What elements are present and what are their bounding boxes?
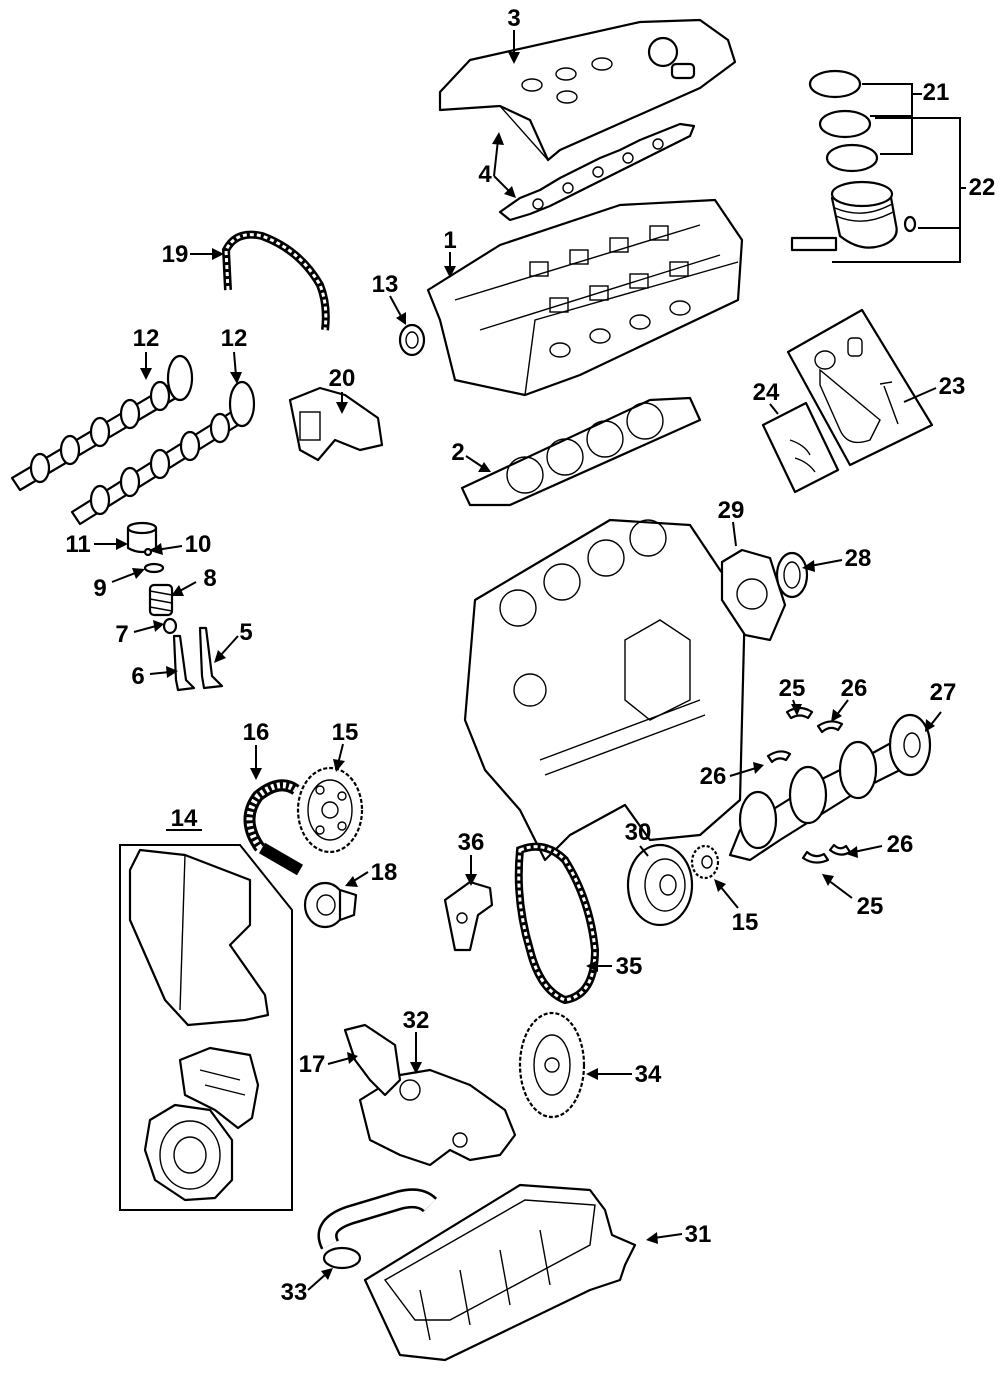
camshaft-sprocket-part	[296, 766, 364, 854]
spring-retainer-part	[143, 562, 165, 574]
lower-timing-cover-part	[143, 1103, 234, 1202]
callout-29: 29	[718, 497, 745, 524]
callout-26a: 26	[841, 675, 868, 702]
piston-part	[790, 180, 917, 252]
callout-28: 28	[845, 545, 872, 572]
callout-labels: 3 4 1 13 2 21 22 19 12 12 20 23 24 29 28…	[65, 5, 995, 1306]
callout-16: 16	[243, 719, 270, 746]
callout-9: 9	[93, 575, 106, 602]
crankshaft-pulley-part	[626, 843, 694, 927]
main-bearing-lower-part	[801, 843, 852, 864]
callout-32: 32	[403, 1007, 430, 1034]
callout-25b: 25	[857, 893, 884, 920]
valve-stem-seal-part	[162, 617, 178, 635]
callout-25a: 25	[779, 675, 806, 702]
timing-belt-part	[243, 779, 304, 876]
camshaft-seal-part	[398, 323, 426, 357]
head-gasket-part	[460, 396, 702, 507]
callout-34: 34	[635, 1061, 662, 1088]
valve-cover-gasket-part	[498, 122, 696, 222]
rod-bearing-part	[761, 401, 840, 494]
piston-rings-part	[808, 69, 879, 173]
camshaft-intake-part	[10, 354, 194, 492]
belt-tensioner-part	[303, 881, 358, 929]
upper-timing-cover-part	[128, 848, 270, 1027]
callout-22: 22	[969, 174, 996, 201]
callout-10: 10	[185, 531, 212, 558]
callout-20: 20	[329, 365, 356, 392]
upper-timing-chain-part	[221, 230, 330, 331]
callout-6: 6	[131, 663, 144, 690]
intake-valve-part	[172, 634, 196, 692]
callout-21: 21	[923, 79, 950, 106]
valve-keeper-part	[143, 547, 153, 557]
rear-main-seal-part	[775, 551, 809, 599]
middle-timing-cover-part	[178, 1046, 260, 1130]
crankshaft-sprocket-part	[690, 844, 720, 880]
connecting-rod-part	[786, 308, 934, 467]
camshaft-exhaust-part	[70, 380, 256, 526]
callout-24: 24	[753, 379, 780, 406]
crankshaft-part	[728, 713, 932, 862]
callout-2: 2	[451, 439, 464, 466]
oil-pump-sprocket-part	[518, 1011, 586, 1119]
callout-12b: 12	[221, 325, 248, 352]
cylinder-head-part	[426, 198, 744, 397]
callout-33: 33	[281, 1279, 308, 1306]
callout-27: 27	[930, 679, 957, 706]
callout-18: 18	[371, 859, 398, 886]
callout-14: 14	[171, 805, 198, 832]
oil-pump-baffle-part	[343, 1023, 402, 1097]
callout-1: 1	[443, 227, 456, 254]
callout-7: 7	[115, 621, 128, 648]
rear-seal-housing-part	[720, 548, 787, 642]
oil-pump-chain-tensioner-part	[443, 880, 494, 952]
callout-15b: 15	[732, 909, 759, 936]
callout-19: 19	[162, 241, 189, 268]
callout-36: 36	[458, 829, 485, 856]
callout-11: 11	[65, 531, 90, 558]
callout-13: 13	[372, 271, 399, 298]
valve-spring-part	[148, 583, 174, 617]
callout-15a: 15	[332, 719, 359, 746]
oil-pump-chain-part	[514, 842, 600, 1005]
oil-pump-part	[358, 1068, 517, 1167]
leader-lines	[94, 30, 966, 1291]
callout-3: 3	[507, 5, 520, 32]
callout-26c: 26	[887, 831, 914, 858]
callout-17: 17	[299, 1051, 326, 1078]
callout-35: 35	[616, 953, 643, 980]
callout-26b: 26	[700, 763, 727, 790]
valve-lifter-part	[126, 521, 158, 554]
exhaust-valve-part	[198, 626, 224, 690]
callout-31: 31	[685, 1221, 712, 1248]
callout-4: 4	[478, 161, 492, 188]
chain-tensioner-part	[288, 386, 384, 462]
main-bearing-upper-part	[766, 706, 844, 764]
engine-block-part	[463, 518, 747, 862]
callout-12a: 12	[133, 325, 160, 352]
callout-8: 8	[203, 565, 216, 592]
valve-cover-part	[438, 18, 737, 162]
callout-5: 5	[239, 619, 252, 646]
callout-30: 30	[625, 819, 652, 846]
timing-cover-box	[119, 844, 293, 1211]
oil-pan-part	[363, 1183, 637, 1362]
oil-pickup-tube-part	[317, 1188, 438, 1270]
callout-23: 23	[939, 373, 966, 400]
